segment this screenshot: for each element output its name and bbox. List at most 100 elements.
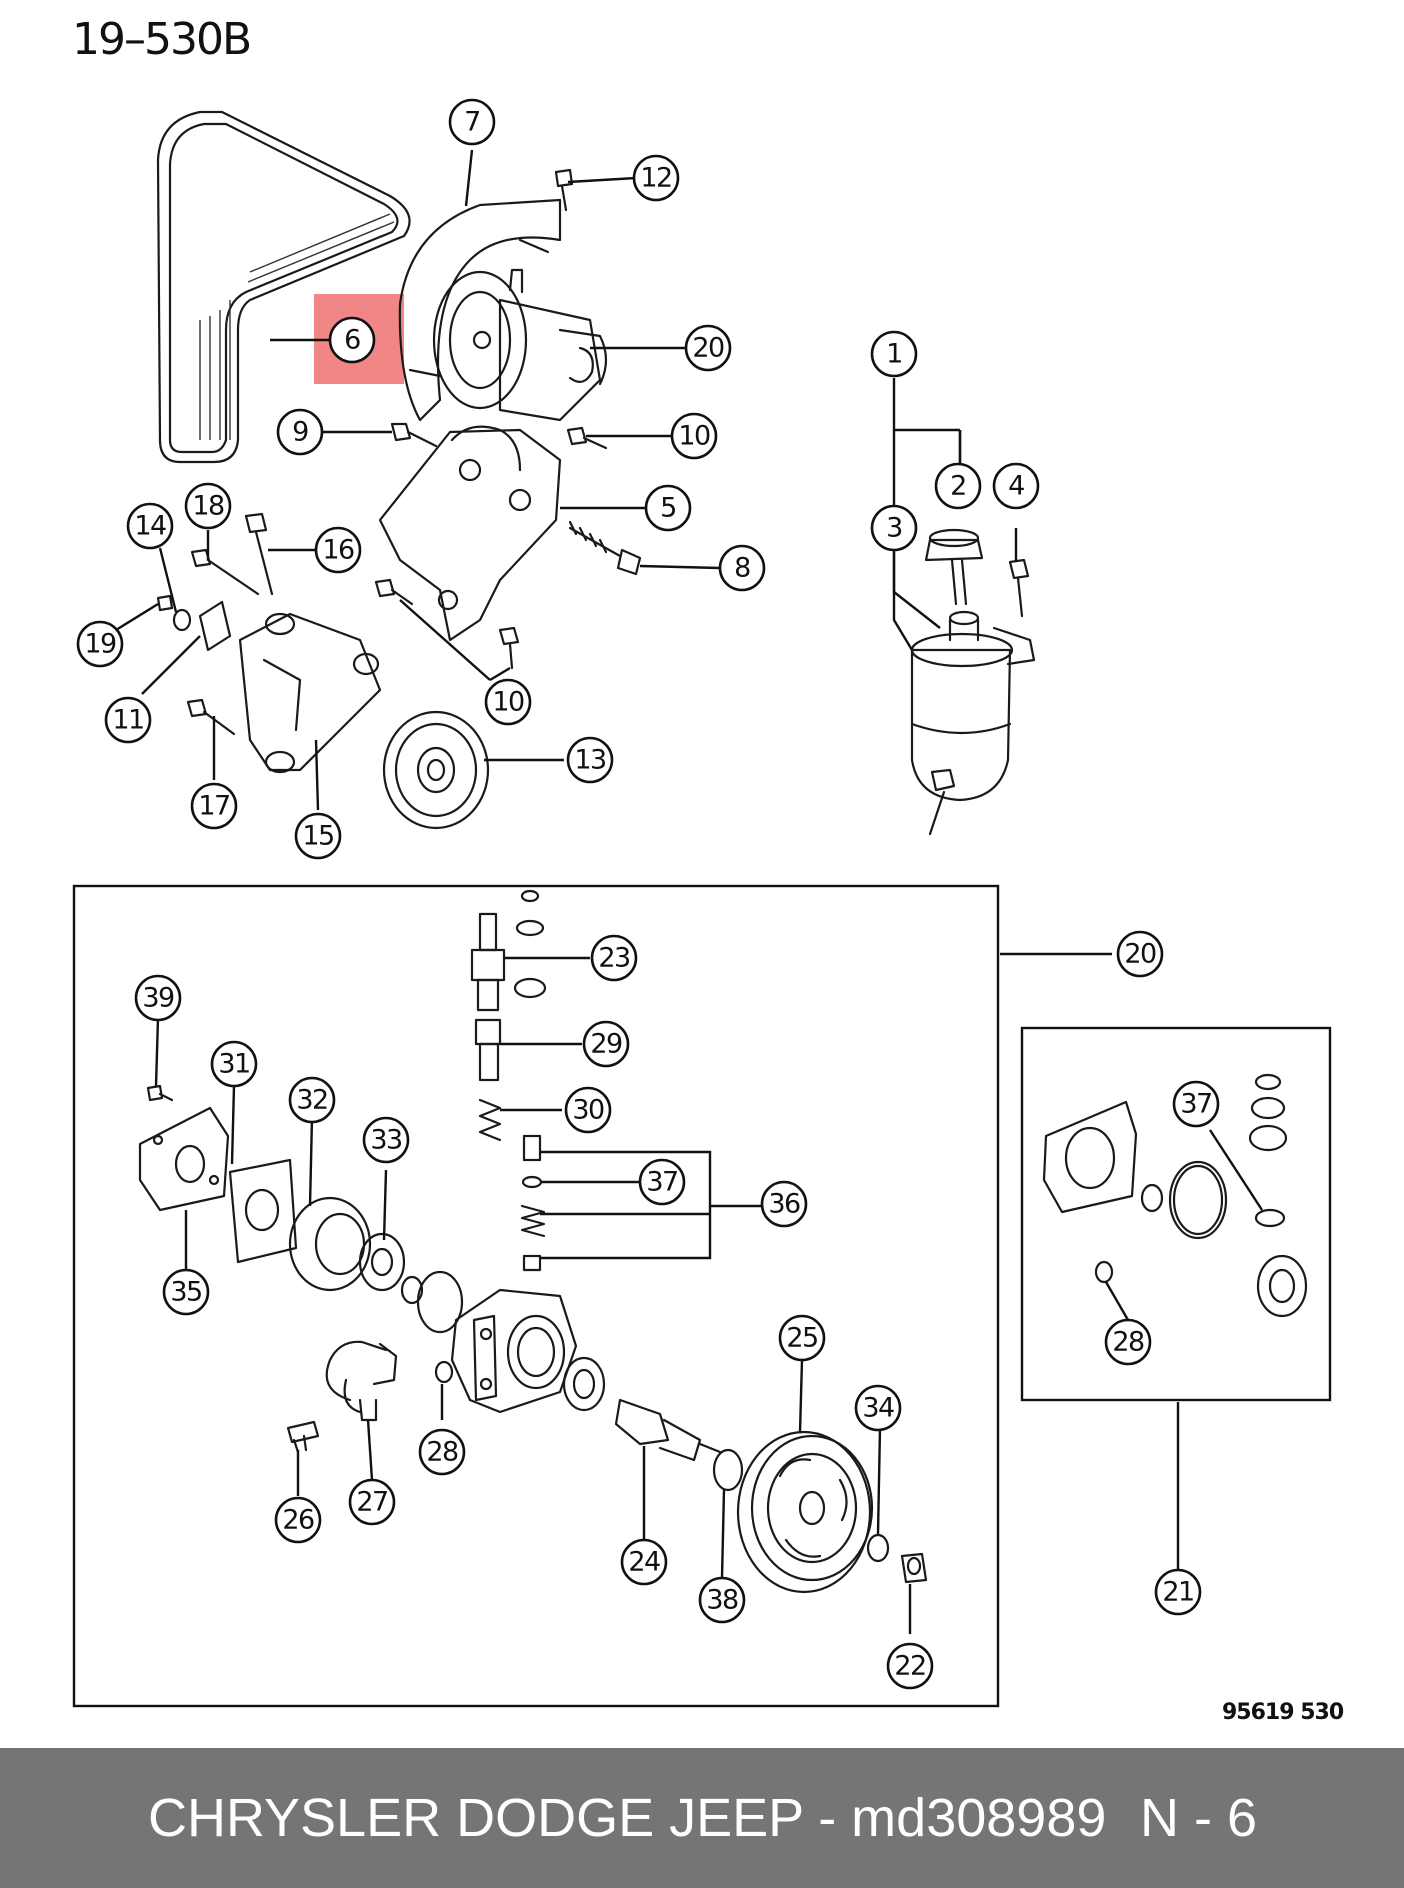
callout-38: 38 xyxy=(698,1576,746,1624)
bolt-4 xyxy=(1008,558,1030,618)
svg-text:24: 24 xyxy=(628,1547,660,1578)
callout-21: 21 xyxy=(1154,1568,1202,1616)
footer-page: N - 6 xyxy=(1140,1788,1258,1848)
callout-6: 6 xyxy=(328,316,376,364)
svg-text:13: 13 xyxy=(574,745,606,776)
leader-10b xyxy=(399,599,511,682)
callout-36: 36 xyxy=(760,1180,808,1228)
callout-35: 35 xyxy=(162,1268,210,1316)
callout-32: 32 xyxy=(288,1076,336,1124)
o-ring-28 xyxy=(434,1360,454,1384)
flow-control-valve xyxy=(470,889,547,1012)
callout-26: 26 xyxy=(274,1496,322,1544)
svg-text:26: 26 xyxy=(282,1505,314,1536)
leader-33 xyxy=(382,1169,388,1241)
bolt-9 xyxy=(390,422,438,448)
bolt-8 xyxy=(568,520,642,576)
belt-cover xyxy=(398,198,562,422)
svg-text:38: 38 xyxy=(706,1585,738,1616)
callout-34: 34 xyxy=(854,1384,902,1432)
cam-ring xyxy=(288,1196,372,1292)
o-ring-small xyxy=(400,1275,424,1305)
callout-23: 23 xyxy=(590,934,638,982)
snap-ring xyxy=(712,1448,744,1492)
callout-4: 4 xyxy=(992,462,1040,510)
leader-28b xyxy=(1104,1281,1130,1321)
leader-27 xyxy=(366,1419,374,1481)
callout-20-box: 20 xyxy=(1116,930,1164,978)
svg-text:11: 11 xyxy=(112,705,143,736)
pump-pulley xyxy=(736,1430,874,1594)
callout-24: 24 xyxy=(620,1538,668,1586)
callout-12: 12 xyxy=(632,154,680,202)
callout-10-mid: 10 xyxy=(484,678,532,726)
leader-7 xyxy=(464,149,474,207)
drive-shaft xyxy=(614,1398,722,1462)
callout-5: 5 xyxy=(644,484,692,532)
reservoir-cap xyxy=(924,528,984,606)
leader-8 xyxy=(639,564,721,570)
leader-31 xyxy=(230,1085,236,1165)
leader-38 xyxy=(720,1489,726,1579)
callout-22: 22 xyxy=(886,1642,934,1690)
callout-13: 13 xyxy=(566,736,614,784)
svg-text:21: 21 xyxy=(1162,1577,1193,1608)
callout-8: 8 xyxy=(718,544,766,592)
svg-text:9: 9 xyxy=(292,417,308,448)
callout-33: 33 xyxy=(362,1116,410,1164)
nut-19 xyxy=(156,594,192,632)
bolt-17 xyxy=(186,698,236,736)
svg-text:33: 33 xyxy=(370,1125,402,1156)
leader-19 xyxy=(115,602,159,632)
reservoir xyxy=(910,610,1036,836)
group-bracket-36 xyxy=(540,1150,762,1260)
svg-text:28: 28 xyxy=(426,1437,458,1468)
svg-text:4: 4 xyxy=(1008,471,1024,502)
pulley-nut xyxy=(900,1552,928,1584)
svg-text:20: 20 xyxy=(692,333,724,364)
valve-29 xyxy=(474,1018,502,1082)
callout-31: 31 xyxy=(210,1040,258,1088)
svg-text:2: 2 xyxy=(950,471,966,502)
svg-text:35: 35 xyxy=(170,1277,201,1308)
bolt-10-lower xyxy=(374,578,520,670)
callout-16: 16 xyxy=(314,526,362,574)
page-code: 19–530B xyxy=(72,14,252,65)
svg-text:6: 6 xyxy=(344,325,360,356)
svg-text:15: 15 xyxy=(302,821,333,852)
idler-pulley xyxy=(382,710,490,830)
svg-text:22: 22 xyxy=(894,1651,925,1682)
svg-text:28: 28 xyxy=(1112,1327,1144,1358)
relief-valve-parts xyxy=(520,1134,546,1272)
svg-text:10: 10 xyxy=(678,421,710,452)
footer-title: CHRYSLER DODGE JEEP - md308989 xyxy=(148,1788,1107,1848)
leader-37b xyxy=(1208,1129,1264,1211)
leader-39 xyxy=(154,1017,160,1087)
reference-number: 95619 530 xyxy=(1222,1700,1344,1725)
svg-text:5: 5 xyxy=(660,493,676,524)
svg-text:27: 27 xyxy=(356,1487,387,1518)
plate-11 xyxy=(198,600,232,652)
washer xyxy=(866,1533,890,1563)
rear-cover xyxy=(138,1106,230,1212)
callout-11: 11 xyxy=(104,696,152,744)
bolt-12 xyxy=(554,168,574,212)
callout-20-top: 20 xyxy=(684,324,732,372)
leader-11 xyxy=(141,635,201,695)
svg-text:36: 36 xyxy=(768,1189,800,1220)
svg-text:12: 12 xyxy=(640,163,671,194)
oil-seal-inner xyxy=(572,1368,596,1400)
callout-14: 14 xyxy=(126,502,174,550)
leader-25 xyxy=(798,1359,804,1433)
oil-seal xyxy=(562,1356,606,1412)
callout-29: 29 xyxy=(582,1020,630,1068)
callout-19: 19 xyxy=(76,620,124,668)
svg-text:23: 23 xyxy=(598,943,630,974)
callout-10-top: 10 xyxy=(670,412,718,460)
callout-18: 18 xyxy=(184,482,232,530)
leader-15 xyxy=(314,739,320,811)
pump-body xyxy=(450,1288,578,1414)
leader-3 xyxy=(892,552,941,629)
leader-14 xyxy=(158,547,178,613)
svg-text:17: 17 xyxy=(198,791,229,822)
